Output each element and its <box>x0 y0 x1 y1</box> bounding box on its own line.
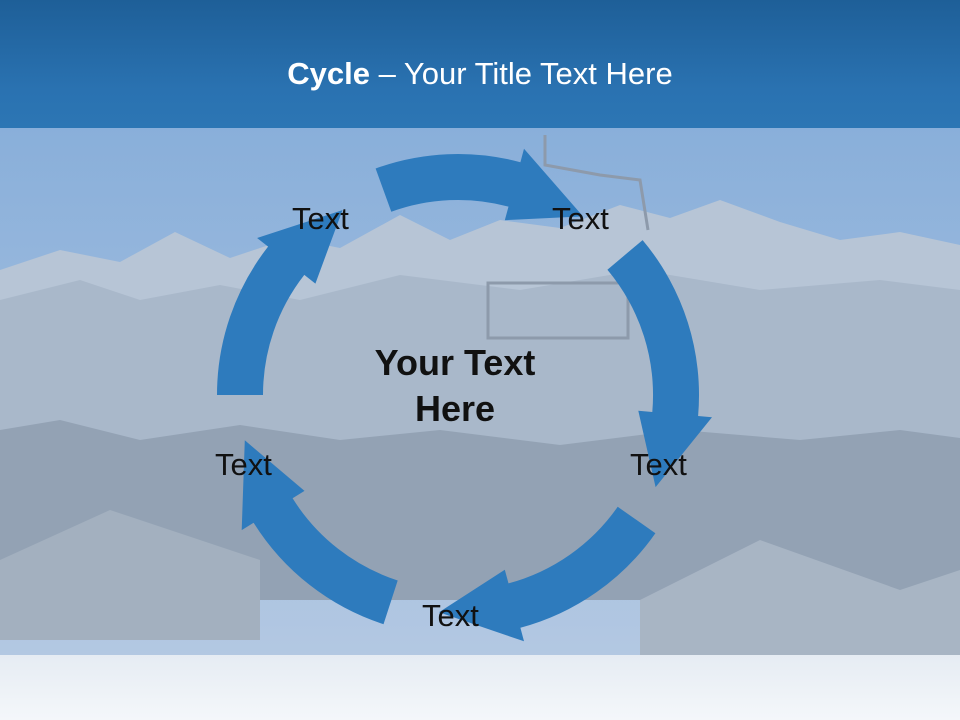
node-label-top-left: Text <box>292 201 349 236</box>
node-label-bottom: Text <box>422 598 479 633</box>
arrow-right <box>607 240 712 488</box>
arrow-left <box>217 210 343 395</box>
node-label-top-right: Text <box>552 201 609 236</box>
center-text: Your Text Here <box>330 340 580 432</box>
center-text-line1: Your Text <box>374 342 536 383</box>
arrow-bottom-right <box>439 506 656 642</box>
arrow-top <box>375 148 583 221</box>
title-rest: – Your Title Text Here <box>370 56 673 91</box>
slide-title: Cycle – Your Title Text Here <box>0 56 960 92</box>
node-label-left: Text <box>215 447 272 482</box>
center-text-line2: Here <box>414 388 496 429</box>
node-label-right: Text <box>630 447 687 482</box>
title-band <box>0 0 960 128</box>
title-bold: Cycle <box>287 56 370 91</box>
arrow-bottom-left <box>241 440 398 625</box>
